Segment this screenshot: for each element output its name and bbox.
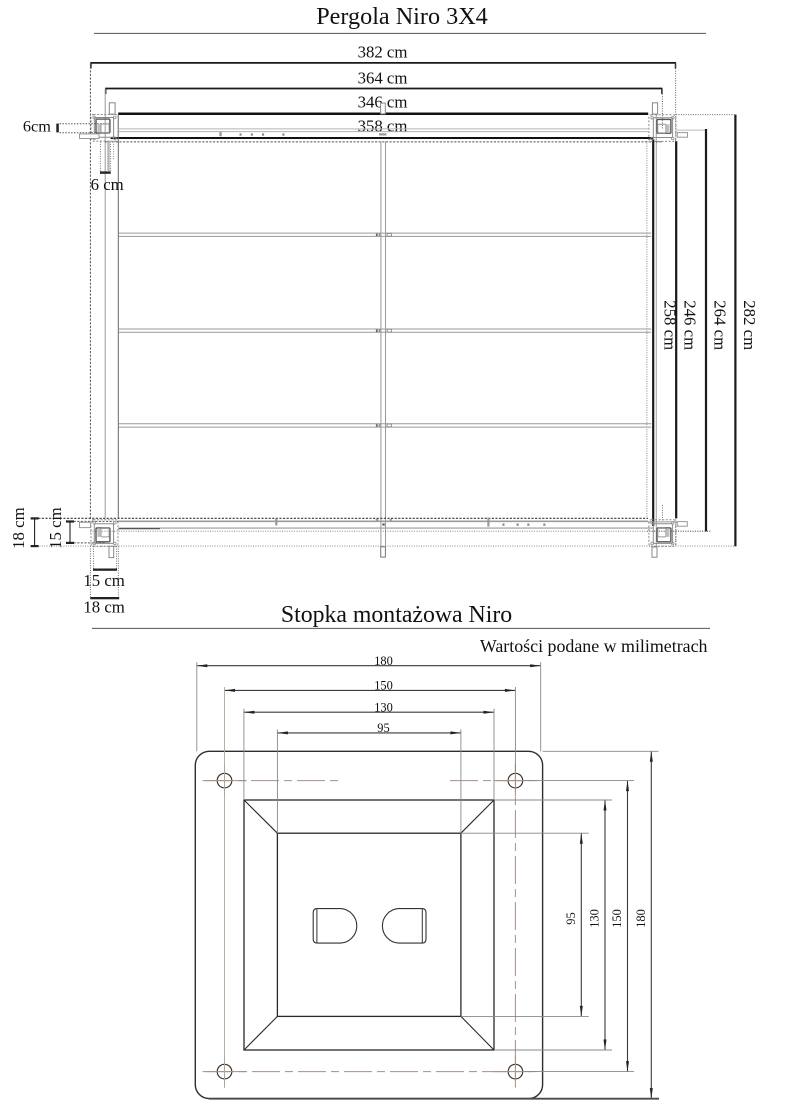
svg-text:382 cm: 382 cm xyxy=(358,43,408,62)
svg-text:18 cm: 18 cm xyxy=(9,507,28,548)
svg-text:Wartości podane w milimetrach: Wartości podane w milimetrach xyxy=(480,636,708,656)
svg-text:346 cm: 346 cm xyxy=(358,92,408,111)
svg-text:358 cm: 358 cm xyxy=(358,117,408,136)
svg-text:150: 150 xyxy=(374,679,393,693)
svg-text:258 cm: 258 cm xyxy=(660,300,679,350)
svg-text:246 cm: 246 cm xyxy=(681,300,700,350)
svg-text:130: 130 xyxy=(374,700,393,714)
svg-text:Pergola Niro 3X4: Pergola Niro 3X4 xyxy=(316,3,488,30)
svg-text:180: 180 xyxy=(634,909,648,928)
svg-text:150: 150 xyxy=(610,909,624,928)
svg-text:6cm: 6cm xyxy=(23,116,51,135)
svg-text:95: 95 xyxy=(564,912,578,924)
svg-text:282 cm: 282 cm xyxy=(740,300,759,350)
svg-text:Stopka montażowa Niro: Stopka montażowa Niro xyxy=(281,602,512,628)
svg-text:15 cm: 15 cm xyxy=(83,571,124,590)
svg-text:364 cm: 364 cm xyxy=(358,68,408,87)
svg-text:18 cm: 18 cm xyxy=(83,598,124,617)
svg-text:264 cm: 264 cm xyxy=(710,300,729,350)
svg-text:15 cm: 15 cm xyxy=(46,507,65,548)
svg-text:180: 180 xyxy=(374,654,393,668)
svg-text:6 cm: 6 cm xyxy=(91,175,124,194)
svg-text:95: 95 xyxy=(377,721,389,735)
svg-text:130: 130 xyxy=(588,909,602,928)
